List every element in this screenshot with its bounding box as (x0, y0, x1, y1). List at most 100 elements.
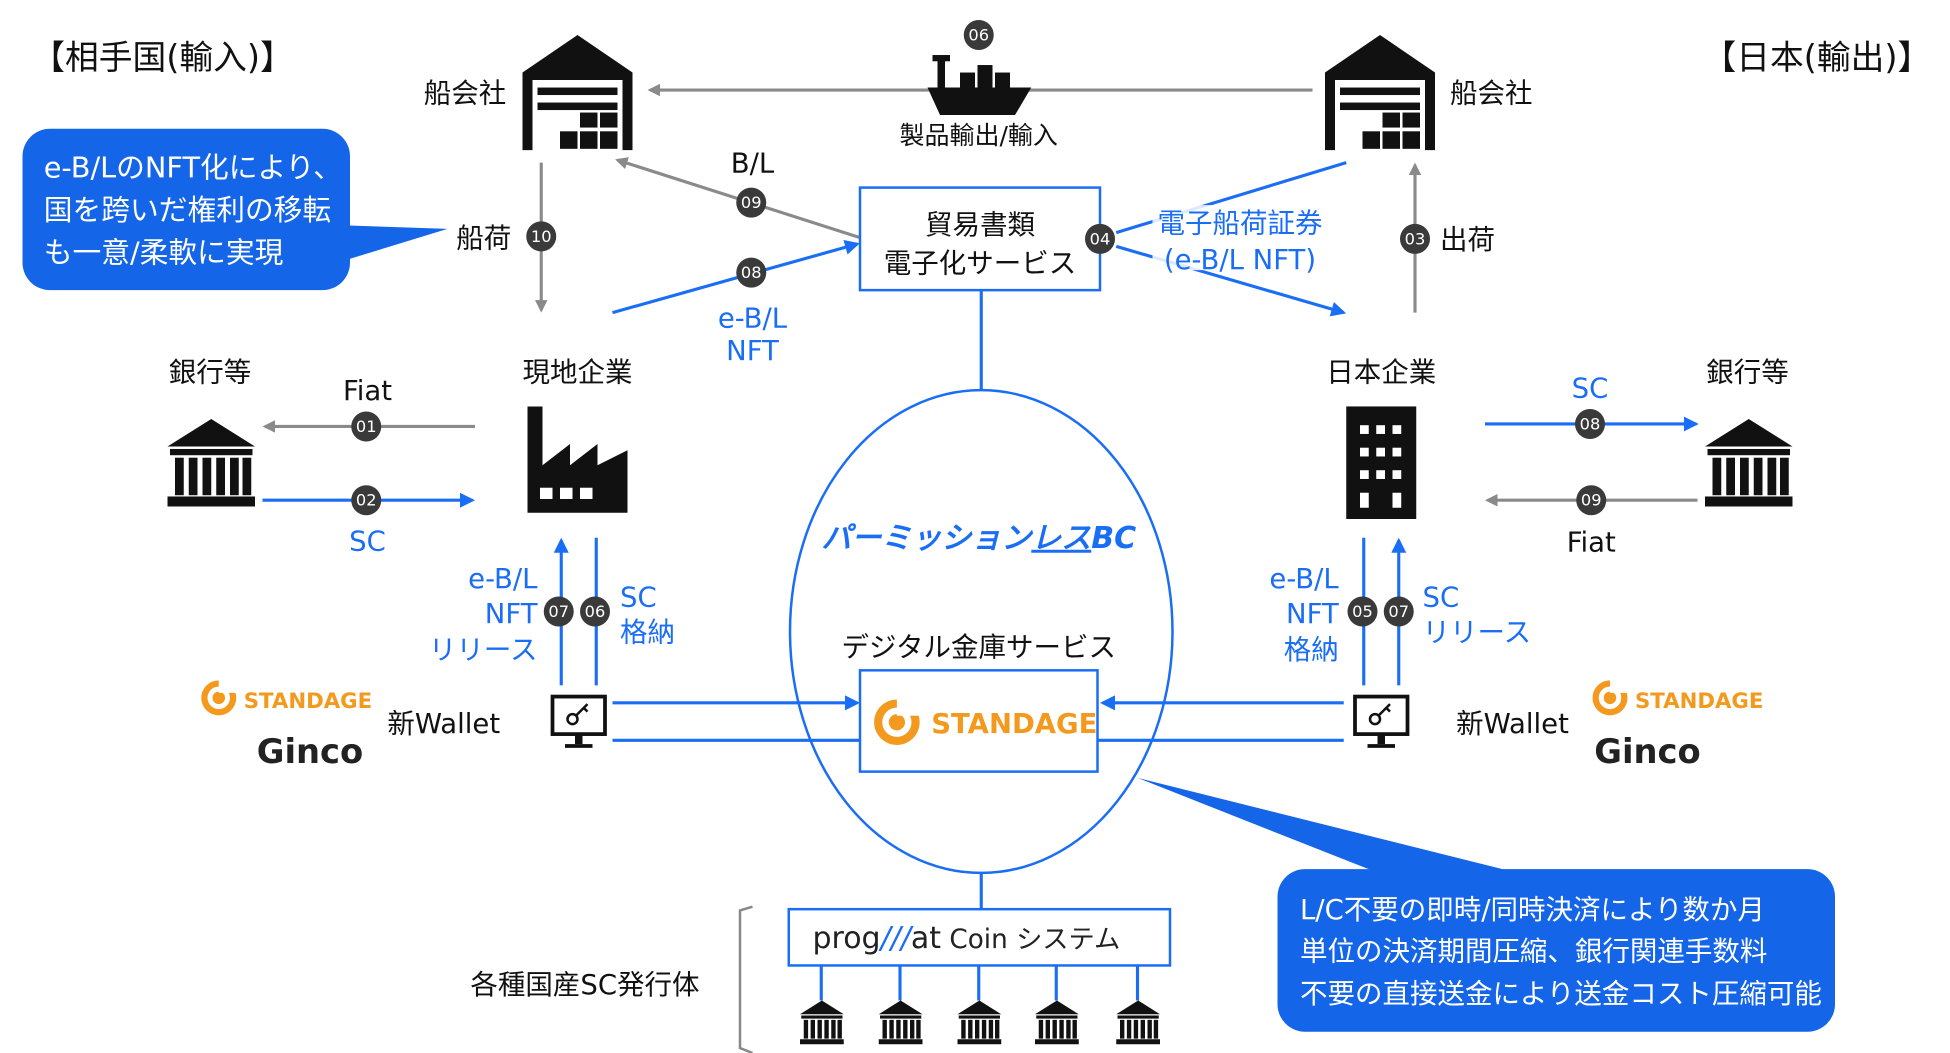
svg-text:03: 03 (1405, 229, 1426, 248)
step-badge-09-right: 09 (1576, 485, 1607, 516)
right-store-label-2: NFT (1286, 598, 1339, 630)
step-badge-05: 05 (1347, 596, 1378, 627)
left-wallet-monitor-icon (550, 694, 607, 750)
left-warehouse-icon (522, 35, 633, 151)
right-sc-label: SC (1572, 373, 1609, 405)
step-badge-07-right: 07 (1383, 596, 1414, 627)
svg-text:05: 05 (1352, 602, 1373, 621)
issuer-bank-icon (957, 1000, 1002, 1045)
standage-logo: STANDAGE (931, 708, 1097, 740)
svg-text:06: 06 (968, 26, 989, 45)
right-store-label-1: e-B/L (1269, 563, 1339, 595)
step-badge-06-ship: 06 (963, 20, 994, 51)
svg-text:02: 02 (356, 491, 377, 510)
left-release-label-3: リリース (429, 634, 538, 666)
ebl-cert-label-1: 電子船荷証券 (1158, 208, 1323, 240)
step-badge-01: 01 (351, 411, 382, 442)
standage-vault-box: STANDAGE (858, 669, 1099, 773)
issuer-bank-icon (1035, 1000, 1079, 1045)
left-release-label-2: NFT (485, 598, 538, 630)
issuer-bank-icon (878, 1000, 923, 1045)
right-release-label-1: SC (1423, 582, 1460, 614)
issuer-bank-icon (800, 1000, 844, 1045)
left-sc-label: SC (349, 525, 386, 557)
right-shipping-company: 船会社 (1450, 78, 1532, 110)
right-wallet-monitor-icon (1353, 694, 1410, 750)
svg-text:09: 09 (1581, 491, 1602, 510)
svg-text:09: 09 (741, 193, 762, 212)
svg-text:貿易書類: 貿易書類 (925, 209, 1035, 241)
left-wallet-label: 新Wallet (387, 708, 500, 740)
svg-text:08: 08 (1580, 414, 1601, 433)
right-bank-icon (1705, 418, 1793, 507)
office-building-icon (1346, 406, 1417, 519)
local-company-label: 現地企業 (523, 356, 633, 388)
svg-text:07: 07 (1388, 602, 1409, 621)
left-release-label-1: e-B/L (468, 563, 538, 595)
svg-text:e-B/LのNFT化により、: e-B/LのNFT化により、 (44, 151, 342, 185)
step-badge-04: 04 (1085, 223, 1115, 254)
ship-icon (927, 55, 1032, 116)
svg-text:不要の直接送金により送金コスト圧縮可能: 不要の直接送金により送金コスト圧縮可能 (1300, 978, 1822, 1010)
step-badge-06-left: 06 (580, 596, 610, 627)
right-fiat-label: Fiat (1567, 527, 1616, 559)
right-bank-label: 銀行等 (1706, 356, 1788, 388)
right-release-label-2: リリース (1423, 617, 1532, 649)
left-fiat-label: Fiat (343, 375, 392, 407)
svg-text:も一意/柔軟に実現: も一意/柔軟に実現 (44, 236, 284, 270)
ebl-nft-arrow (612, 240, 860, 315)
svg-text:07: 07 (548, 602, 569, 621)
left-store-label-1: SC (620, 582, 657, 614)
svg-text:単位の決済期間圧縮、銀行関連手数料: 単位の決済期間圧縮、銀行関連手数料 (1300, 935, 1767, 967)
step-badge-07-left: 07 (543, 596, 574, 627)
step-badge-03: 03 (1400, 223, 1430, 254)
issuers-label: 各種国産SC発行体 (470, 969, 699, 1001)
step-badge-10: 10 (526, 221, 557, 252)
loading-label: 船荷 (456, 223, 511, 255)
import-side-title: 【相手国(輸入)】 (31, 38, 294, 77)
trade-document-service-box: 貿易書類 電子化サービス (858, 186, 1102, 292)
ebl-cert-label-2: (e-B/L NFT) (1164, 244, 1316, 276)
right-store-label-3: 格納 (1284, 634, 1339, 666)
shipment-label: 出荷 (1440, 224, 1495, 256)
ebl-nft-label-2: NFT (726, 335, 779, 367)
digital-vault-service-label: デジタル金庫サービス (842, 632, 1116, 664)
left-shipping-company: 船会社 (424, 78, 506, 110)
step-badge-08-right: 08 (1575, 408, 1605, 439)
issuer-bracket (738, 905, 753, 1053)
right-standage-logo: STANDAGE (1592, 679, 1763, 716)
right-wallet-label: 新Wallet (1456, 708, 1569, 740)
svg-text:国を跨いだ権利の移転: 国を跨いだ権利の移転 (44, 193, 331, 227)
factory-icon (527, 406, 628, 513)
progmat-coin-system-box: prog///at Coin システム (787, 907, 1172, 967)
step-badge-08-ebl: 08 (736, 257, 767, 288)
bl-label: B/L (731, 148, 775, 180)
left-store-label-2: 格納 (620, 617, 675, 649)
ebl-nft-label-1: e-B/L (718, 303, 788, 335)
svg-text:08: 08 (741, 263, 762, 282)
svg-text:電子化サービス: 電子化サービス (884, 248, 1076, 280)
step-badge-09-bl: 09 (736, 187, 767, 218)
right-ginco-logo: Ginco (1594, 732, 1700, 771)
callout-right: L/C不要の即時/同時決済により数か月 単位の決済期間圧縮、銀行関連手数料 不要… (1137, 777, 1835, 1032)
step-badge-02: 02 (351, 485, 382, 516)
issuer-bank-icon (1116, 1000, 1160, 1045)
left-ginco-logo: Ginco (257, 732, 363, 771)
japan-company-label: 日本企業 (1326, 356, 1436, 388)
svg-text:10: 10 (531, 227, 552, 246)
product-export-import-label: 製品輸出/輸入 (900, 121, 1058, 150)
permissionless-bc-label: パーミッションレスBC (821, 521, 1136, 556)
svg-text:01: 01 (356, 417, 377, 436)
svg-text:STANDAGE: STANDAGE (244, 689, 372, 714)
issuer-banks (800, 965, 1160, 1045)
left-bank-icon (167, 418, 255, 507)
svg-text:STANDAGE: STANDAGE (1635, 689, 1763, 714)
right-warehouse-icon (1325, 35, 1435, 151)
left-standage-logo: STANDAGE (201, 679, 372, 716)
svg-text:L/C不要の即時/同時決済により数か月: L/C不要の即時/同時決済により数か月 (1300, 894, 1765, 926)
left-bank-label: 銀行等 (169, 356, 251, 388)
svg-text:prog///at Coin システム: prog///at Coin システム (813, 921, 1121, 956)
export-side-title: 【日本(輸出)】 (1702, 38, 1931, 77)
svg-text:04: 04 (1090, 229, 1111, 248)
